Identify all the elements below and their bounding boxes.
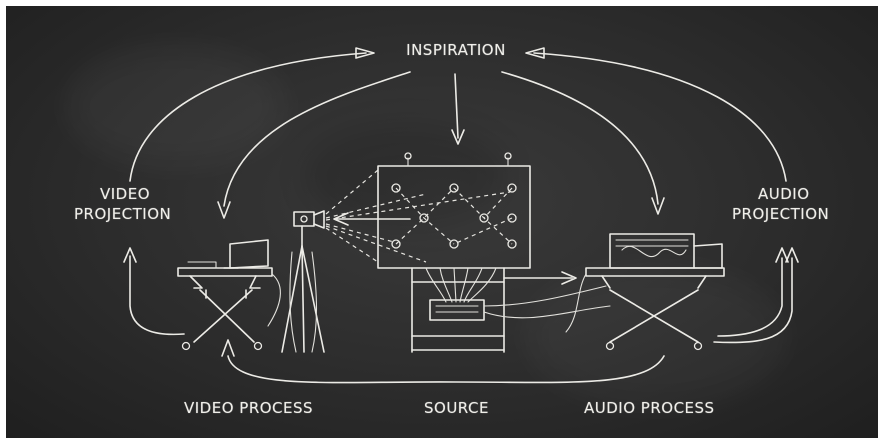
source-label: SOURCE [424, 398, 489, 418]
audio-projection-label-line1: AUDIO [758, 184, 810, 204]
audio-process-label: AUDIO PROCESS [584, 398, 715, 418]
audio-projection-label-line2: PROJECTION [732, 204, 829, 224]
video-process-label: VIDEO PROCESS [184, 398, 313, 418]
video-projection-label-line1: VIDEO [100, 184, 150, 204]
chalkboard: INSPIRATION VIDEO PROJECTION AUDIO PROJE… [6, 6, 878, 438]
projection-rays [326, 170, 510, 262]
source-rack [412, 268, 610, 352]
board-nodes [392, 184, 516, 248]
inspiration-label: INSPIRATION [396, 40, 516, 60]
inspiration-to-video-arrow [218, 72, 410, 218]
audio-projection-arrows [714, 248, 798, 342]
inspiration-to-source-arrow [452, 74, 464, 144]
camera-tripod [282, 211, 324, 352]
bottom-loop-arrow [222, 340, 664, 383]
audio-desk [566, 234, 724, 350]
inspiration-to-audio-arrow [502, 72, 664, 214]
video-projection-label-line2: PROJECTION [74, 204, 171, 224]
top-left-arrow [130, 48, 374, 181]
video-desk [178, 240, 280, 350]
source-board [378, 153, 530, 268]
video-projection-arrow [124, 248, 184, 334]
top-right-arrow [526, 48, 786, 181]
